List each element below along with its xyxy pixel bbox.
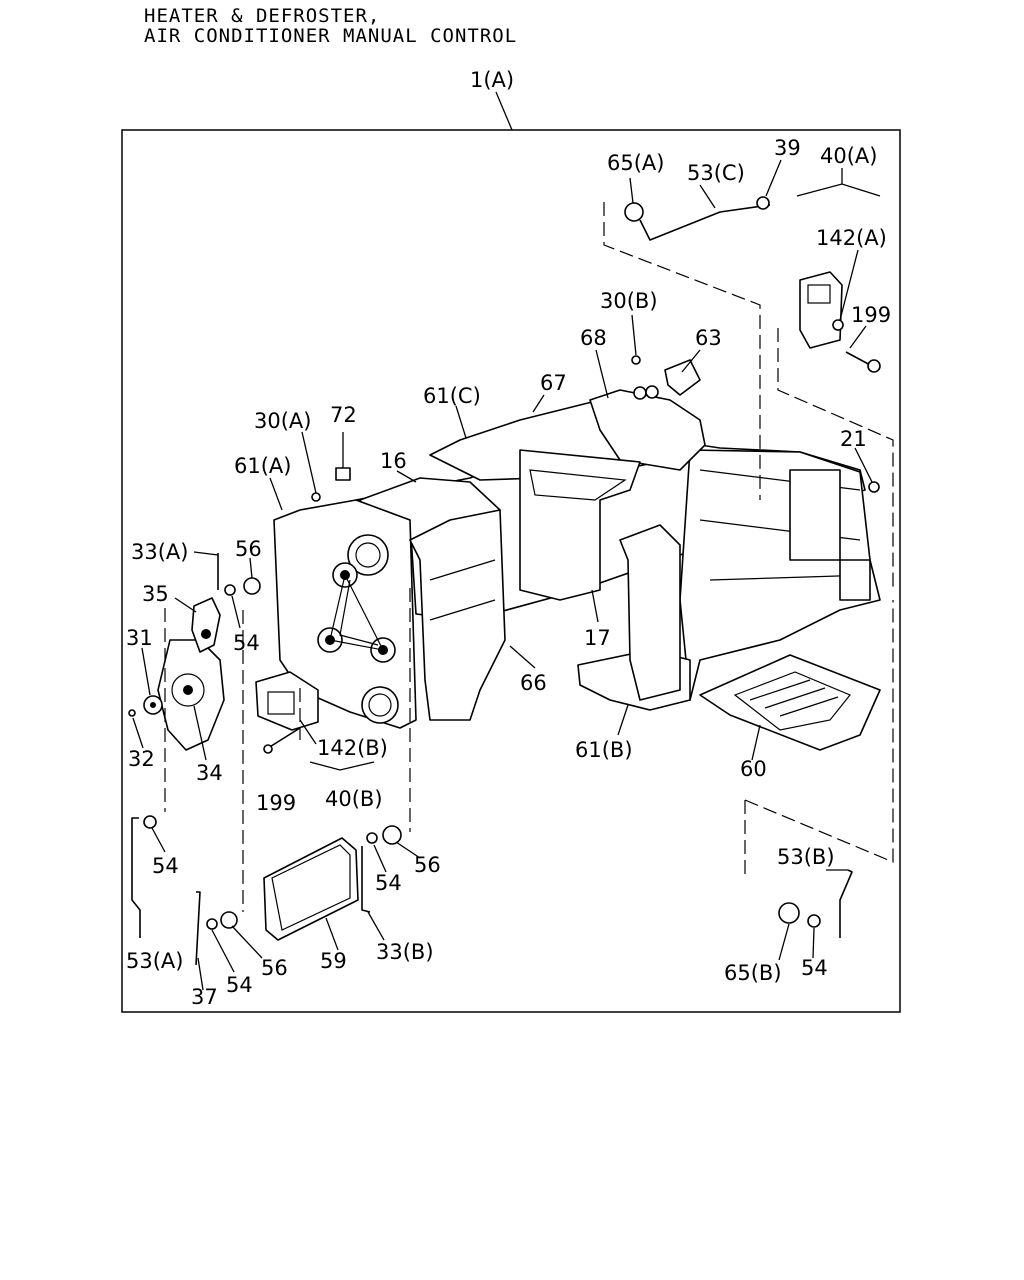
ref-line-40a: [777, 328, 894, 590]
screw-199-b: [267, 727, 301, 749]
label-21: 21: [840, 427, 867, 451]
washer-56a: [243, 577, 261, 595]
lever-35: [191, 597, 221, 653]
actuator-40b: [255, 671, 319, 754]
spring-54b: [143, 815, 157, 829]
clip-72: [335, 467, 351, 481]
label-60: 60: [740, 757, 767, 781]
label-30b: 30(B): [600, 289, 658, 313]
label-54-a: 54: [233, 631, 260, 655]
actuator-40a-body: [799, 271, 843, 349]
rod-53b: [839, 869, 853, 938]
washer-56b: [382, 825, 402, 845]
ref-line-53c: [603, 202, 761, 500]
heater-core-60: [699, 654, 881, 751]
ref-line-53b: [744, 600, 894, 863]
bracket-40b: [309, 761, 375, 771]
screw-30a: [311, 492, 321, 502]
label-61b: 61(B): [575, 738, 633, 762]
washer-56c: [220, 911, 238, 929]
label-72: 72: [330, 403, 357, 427]
label-39: 39: [774, 136, 801, 160]
spring-54a: [224, 584, 236, 596]
bracket-40a: [796, 183, 881, 197]
label-16: 16: [380, 449, 407, 473]
label-67: 67: [540, 371, 567, 395]
leader-lines: [132, 159, 873, 991]
rod-53c: [639, 204, 771, 241]
port-lower: [361, 686, 399, 724]
label-40b: 40(B): [325, 787, 383, 811]
label-30a: 30(A): [254, 409, 311, 433]
label-40a: 40(A): [820, 144, 877, 168]
label-142b: 142(B): [317, 736, 388, 760]
panel-17: [519, 449, 641, 601]
clip-65a: [624, 202, 644, 222]
duct-connector: [619, 524, 681, 701]
actuator-40b-body: [255, 671, 319, 731]
callout-labels: 65(A) 53(C) 39 40(A) 142(A) 199 30(B) 68…: [126, 136, 891, 1009]
frame-66: [409, 509, 506, 721]
rod-33b: [361, 846, 371, 913]
label-65b: 65(B): [724, 961, 782, 985]
actuator-40a: [799, 271, 881, 373]
label-54-b: 54: [152, 854, 179, 878]
label-65a: 65(A): [607, 151, 664, 175]
label-53b: 53(B): [777, 845, 835, 869]
label-31: 31: [126, 626, 153, 650]
screw-32: [128, 709, 136, 717]
label-33b: 33(B): [376, 940, 434, 964]
assembly-leader: [495, 91, 513, 131]
filter-59: [263, 837, 359, 941]
label-142a: 142(A): [816, 226, 887, 250]
label-63: 63: [695, 326, 722, 350]
label-33a: 33(A): [131, 540, 188, 564]
diagram-title: HEATER & DEFROSTER, AIR CONDITIONER MANU…: [144, 6, 517, 46]
label-32: 32: [128, 747, 155, 771]
clip-21: [868, 481, 880, 493]
spring-54e: [807, 914, 821, 928]
label-54-d: 54: [226, 973, 253, 997]
label-37: 37: [191, 985, 218, 1009]
clip-65b: [778, 902, 800, 924]
assembly-label: 1(A): [470, 68, 514, 92]
label-56-b: 56: [414, 853, 441, 877]
label-53c: 53(C): [687, 161, 745, 185]
filter-outline: [263, 837, 359, 941]
link-plate-outline: [157, 639, 225, 751]
assembly-frame: [121, 129, 901, 1013]
label-66: 66: [520, 671, 547, 695]
screw-30b: [631, 355, 641, 365]
core-outline: [699, 654, 881, 751]
label-61c: 61(C): [423, 384, 481, 408]
title-line-1: HEATER & DEFROSTER,: [144, 5, 381, 27]
port-upper: [347, 534, 389, 576]
spring-54c: [366, 832, 378, 844]
label-61a: 61(A): [234, 454, 291, 478]
label-56-c: 56: [261, 956, 288, 980]
knob-63: [664, 359, 701, 396]
label-199-b: 199: [256, 791, 296, 815]
heater-case-body: [273, 359, 881, 729]
label-34: 34: [196, 761, 223, 785]
label-54-e: 54: [801, 956, 828, 980]
label-17: 17: [584, 626, 611, 650]
label-68: 68: [580, 326, 607, 350]
clip-39: [756, 196, 770, 210]
label-35: 35: [142, 582, 169, 606]
rod-53a: [131, 817, 141, 938]
title-line-2: AIR CONDITIONER MANUAL CONTROL: [144, 25, 518, 47]
label-59: 59: [320, 949, 347, 973]
link-plate-34: [128, 639, 225, 751]
label-54-c: 54: [375, 871, 402, 895]
spring-54d: [206, 918, 218, 930]
label-53a: 53(A): [126, 949, 183, 973]
case-right-bracket: [789, 469, 841, 561]
label-56-a: 56: [235, 537, 262, 561]
rod-37: [195, 891, 201, 966]
label-199-a: 199: [851, 303, 891, 327]
